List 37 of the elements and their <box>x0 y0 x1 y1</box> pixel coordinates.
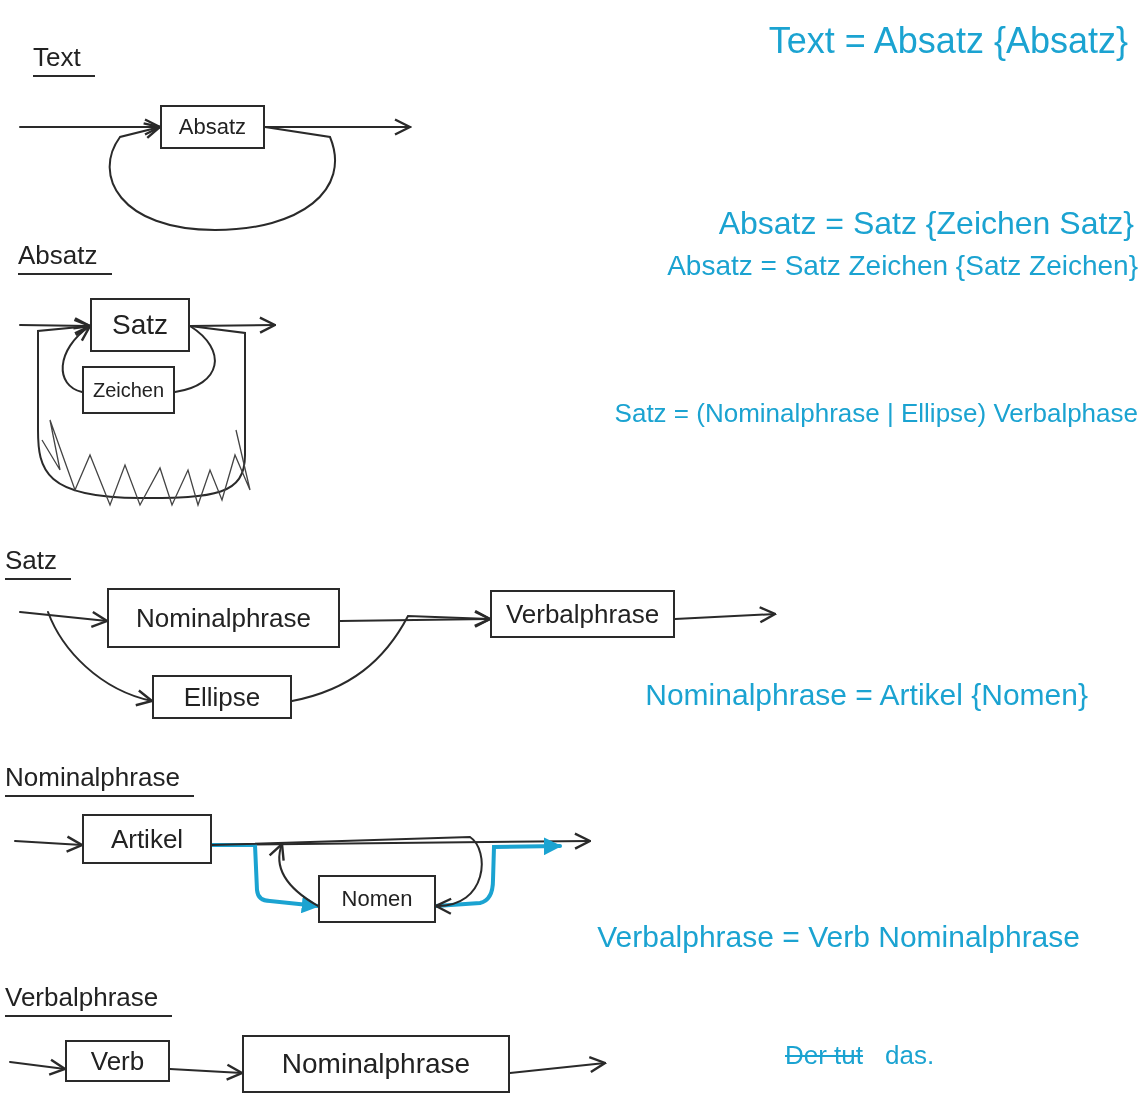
arrow <box>211 836 483 914</box>
arrow <box>674 606 777 624</box>
box-label: Absatz <box>178 114 247 140</box>
grammar-rule: Absatz = Satz Zeichen {Satz Zeichen} <box>667 250 1138 282</box>
box-label: Ellipse <box>183 681 261 713</box>
grammar-rule: Absatz = Satz {Zeichen Satz} <box>718 205 1134 242</box>
arrow <box>169 1063 244 1081</box>
grammar-rule: das. <box>885 1040 935 1071</box>
box-label: Verbalphrase <box>505 598 660 630</box>
arrow <box>19 118 162 136</box>
box-label: Verb <box>90 1045 145 1077</box>
arrow <box>269 842 319 907</box>
box-label: Zeichen <box>92 378 165 402</box>
crossed-out-arrow <box>37 318 251 508</box>
box-label: Satz <box>112 309 168 341</box>
section-heading: Text <box>33 42 95 77</box>
box-label: Nomen <box>341 886 413 912</box>
arrow <box>14 835 84 853</box>
box-label: Nominalphrase <box>281 1048 471 1080</box>
arrow <box>509 1055 607 1074</box>
grammar-rule: Nominalphrase = Artikel {Nomen} <box>645 678 1088 712</box>
arrow <box>291 609 492 702</box>
struck-text: Der tut <box>785 1040 864 1071</box>
section-heading: Verbalphrase <box>5 982 173 1017</box>
box-label: Nominalphrase <box>136 602 311 634</box>
arrow <box>47 611 154 706</box>
grammar-rule: Satz = (Nominalphrase | Ellipse) Verbalphase <box>614 398 1138 429</box>
section-heading: Absatz <box>18 240 112 275</box>
grammar-rule: Verbalphrase = Verb Nominalphrase <box>597 920 1080 954</box>
arrow <box>19 317 92 335</box>
section-heading: Nominalphrase <box>5 762 194 797</box>
grammar-rule: Text = Absatz {Absatz} <box>768 20 1128 62</box>
arrow <box>19 610 109 629</box>
arrow <box>9 1058 67 1076</box>
box-label: Artikel <box>110 823 184 855</box>
arrow <box>108 122 336 231</box>
section-heading: Satz <box>5 545 72 580</box>
